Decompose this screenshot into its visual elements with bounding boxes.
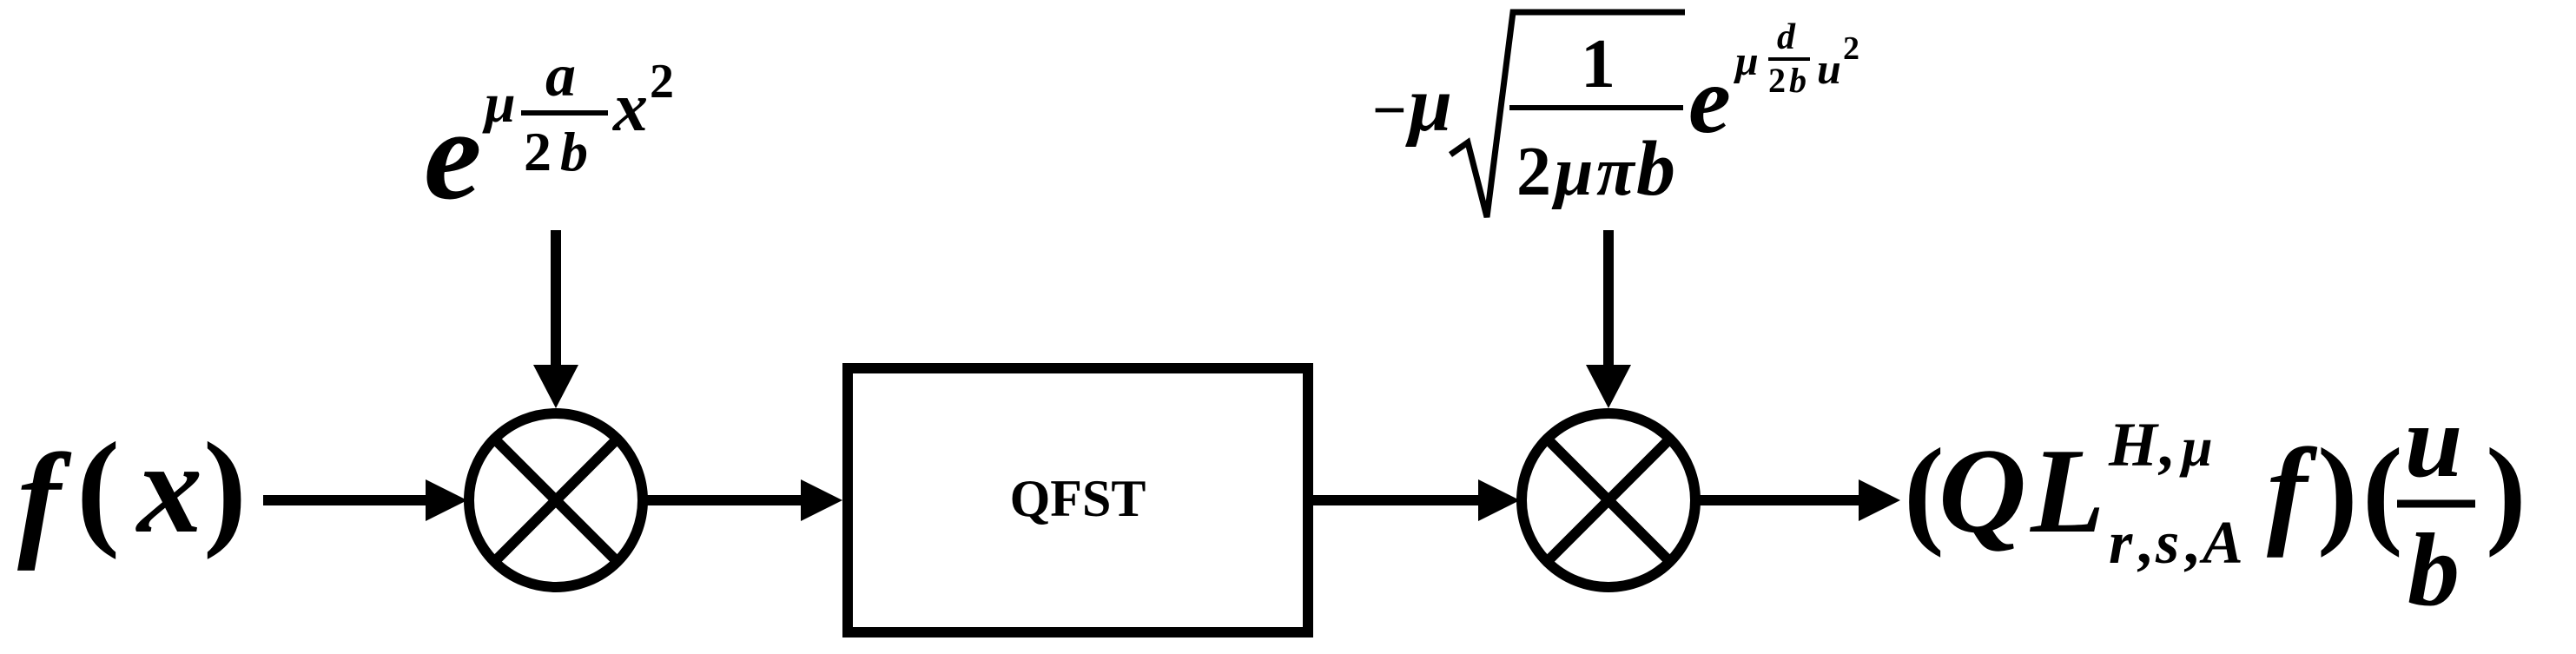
chirp-1-base-e: e	[424, 83, 482, 227]
output-sub-comma-2: ,	[2183, 510, 2199, 577]
chirp-2-minus: −	[1372, 77, 1407, 144]
output-sub-comma-1: ,	[2137, 510, 2152, 577]
output-L: L	[2029, 424, 2105, 558]
multiplier-1-cross-b	[490, 434, 622, 566]
output-signal-label: ( Q L H , μ r , s , A f ) ( u b )	[1904, 383, 2526, 627]
chirp-1-var-x: x	[612, 69, 648, 146]
chirp-2-exp-den-2: 2	[1768, 61, 1786, 100]
output-Q: Q	[1939, 424, 2026, 558]
chirp-1-mu: μ	[482, 72, 516, 134]
output-open-paren-2: (	[2362, 424, 2403, 558]
chirp-1-num-a: a	[545, 43, 576, 109]
chirp-2-base-e: e	[1688, 47, 1731, 153]
chirp-2-exp-power: 2	[1843, 30, 1859, 67]
input-var-x: x	[135, 416, 202, 560]
chirp-1-power: 2	[650, 55, 674, 109]
chirp-2-exp-den-b: b	[1789, 61, 1807, 100]
multiplier-2	[1516, 408, 1701, 592]
output-sup-comma: ,	[2157, 410, 2173, 479]
output-sup-H: H	[2108, 410, 2159, 479]
arrowhead-mult-2-left	[1478, 479, 1520, 521]
chirp-2-mu: μ	[1405, 62, 1452, 148]
chirp-1-label: e μ a 2 b x 2	[424, 43, 674, 227]
output-f: f	[2267, 424, 2318, 558]
output-frac-num-u: u	[2405, 383, 2463, 499]
chirp-1-den-2: 2	[524, 121, 552, 182]
multiplier-2-cross-b	[1542, 434, 1674, 566]
qfst-block: QFST	[842, 363, 1313, 637]
arrowhead-mult-1-top	[533, 365, 578, 408]
chirp-2-sqrt-sign	[1448, 9, 1685, 218]
chirp-2-num-1: 1	[1581, 26, 1615, 102]
chirp-2-den-b: b	[1636, 126, 1675, 212]
arrowhead-mult-1-left	[426, 479, 467, 521]
output-sub-r: r	[2109, 510, 2133, 577]
chirp-2-exp-var-u: u	[1817, 44, 1841, 93]
chirp-2-exp-num-d: d	[1777, 17, 1796, 57]
chirp-2-den-2: 2	[1516, 134, 1551, 210]
signal-arrows	[263, 230, 1900, 521]
chirp-2-den-mu: μ	[1551, 134, 1594, 210]
chirp-1-den-b: b	[560, 121, 588, 182]
qfst-block-label: QFST	[1010, 470, 1146, 527]
arrowhead-output	[1859, 479, 1900, 521]
output-sub-A: A	[2199, 510, 2243, 577]
input-open-paren: (	[76, 416, 120, 560]
output-frac-den-b: b	[2408, 512, 2460, 627]
output-close-paren: )	[2317, 424, 2358, 558]
chirp-2-exp-mu: μ	[1733, 38, 1759, 84]
output-sub-s: s	[2155, 510, 2179, 577]
chirp-2-label: − μ 1 2 μ π b e μ d 2 b u 2	[1372, 9, 1859, 218]
output-close-paren-2: )	[2486, 424, 2526, 558]
multiplier-1	[464, 408, 648, 592]
output-sup-mu: μ	[2179, 416, 2213, 478]
input-func-f: f	[17, 427, 72, 571]
output-open-paren: (	[1904, 424, 1945, 558]
arrowhead-mult-2-top	[1586, 365, 1631, 408]
input-signal-label: f ( x )	[17, 416, 247, 571]
arrowhead-qfst-left	[801, 479, 842, 521]
chirp-2-den-pi: π	[1596, 134, 1636, 210]
qfst-block-rect	[842, 363, 1313, 637]
input-close-paren: )	[203, 416, 247, 560]
